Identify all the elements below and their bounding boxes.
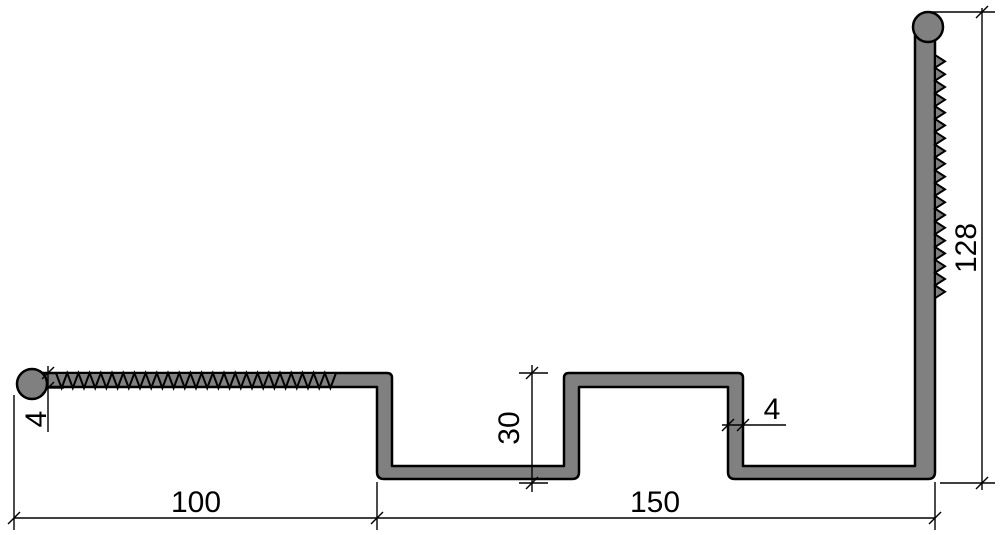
dimension-label-4-right: 4	[764, 393, 781, 426]
waterstop-profile	[34, 26, 937, 481]
dimension-right-width: 150	[377, 482, 942, 530]
dimension-label-150: 150	[630, 486, 680, 519]
left-bulb	[15, 367, 49, 401]
dimension-rib-height: 30	[493, 365, 548, 492]
dimension-label-128: 128	[950, 223, 983, 273]
dimension-vertical-height: 128	[928, 5, 995, 490]
vertical-flange-serrations	[933, 53, 947, 301]
dimension-label-4-left: 4	[20, 411, 53, 428]
left-flange-serrations	[54, 370, 338, 391]
dimension-left-thickness: 4	[20, 366, 64, 432]
dimension-label-100: 100	[171, 486, 221, 519]
dimension-right-thickness: 4	[721, 393, 786, 432]
top-bulb	[911, 10, 945, 44]
dimension-left-width: 100	[7, 395, 384, 530]
dimension-label-30: 30	[493, 411, 526, 444]
